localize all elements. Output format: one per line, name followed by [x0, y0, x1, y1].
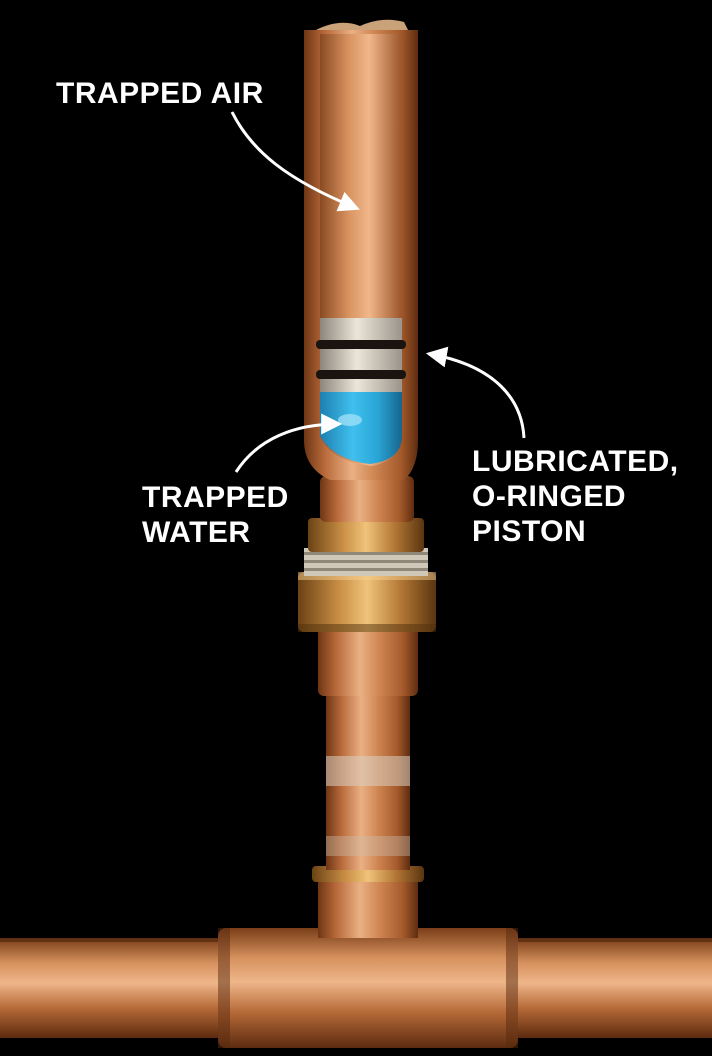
trapped-air-label: TRAPPED AIR [56, 76, 264, 111]
piston [316, 318, 406, 392]
riser-pipe [326, 690, 410, 870]
trapped-air-arrow [230, 111, 360, 212]
adapter [318, 626, 418, 696]
hex-nut [298, 572, 436, 632]
threaded-joint [304, 548, 428, 576]
lubricated-piston-label: LUBRICATED, O-RINGED PISTON [472, 444, 679, 549]
trapped-air-line: TRAPPED AIR [56, 77, 264, 110]
piston-label-line-3: PISTON [472, 515, 587, 548]
piston-label-line-1: LUBRICATED, [472, 445, 679, 478]
water-chamber [320, 392, 402, 464]
trapped-water-label: TRAPPED WATER [142, 480, 289, 550]
piston-arrow [425, 346, 526, 439]
tee-fitting [218, 866, 518, 1048]
o-ring-upper [316, 340, 406, 349]
trapped-water-arrow [234, 413, 343, 473]
water-label-line-1: TRAPPED [142, 481, 289, 514]
piston-label-line-2: O-RINGED [472, 480, 626, 513]
o-ring-lower [316, 370, 406, 379]
water-label-line-2: WATER [142, 516, 251, 549]
male-fitting [308, 476, 424, 552]
